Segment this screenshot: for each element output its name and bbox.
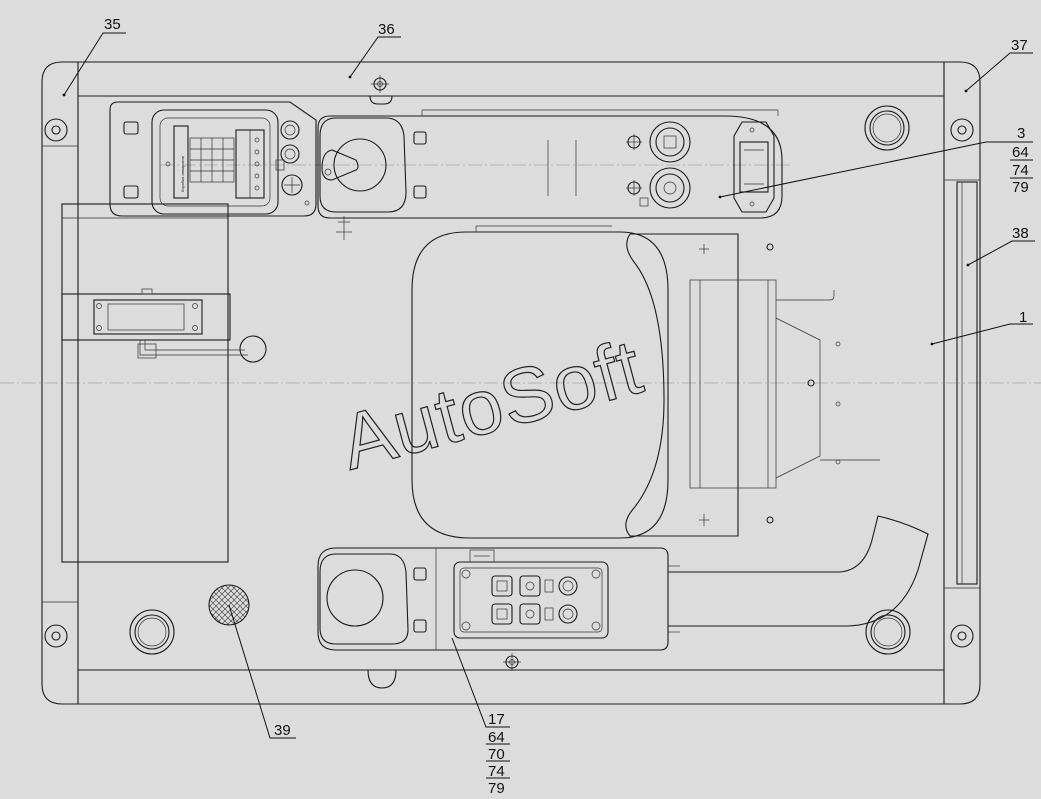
callout-3-part: 64	[1012, 144, 1029, 161]
watermark: AutoSoft	[332, 322, 652, 487]
callout-3-part: 74	[1012, 162, 1029, 179]
left-side-panel	[61, 203, 229, 563]
cable-gland-1	[280, 120, 300, 140]
label-plate-text: Коробка аппаратов	[180, 156, 185, 192]
screw-bottom	[503, 653, 521, 671]
callout-1: 1	[1019, 309, 1027, 326]
indicator-1	[544, 576, 578, 596]
leader-dot-37	[964, 89, 968, 93]
callout-35: 35	[104, 16, 121, 33]
toggle-switch-upper	[626, 121, 691, 163]
indicator-2	[544, 604, 578, 624]
callout-3-part: 3	[1017, 125, 1025, 142]
button-3	[491, 603, 513, 625]
cable-gland-2	[280, 144, 300, 164]
callout-3-part: 79	[1012, 179, 1029, 196]
callout-stack-17: 17 64 70 74 79	[486, 711, 510, 797]
callout-17-part: 74	[488, 763, 505, 780]
relay-box: Коробка аппаратов	[109, 101, 317, 217]
mounting-hole-top-right	[950, 118, 974, 142]
button-2	[519, 575, 541, 597]
callout-17-part: 70	[488, 746, 505, 763]
callout-36: 36	[378, 21, 395, 38]
leader-dot-36	[348, 75, 352, 79]
callout-38: 38	[1012, 225, 1029, 242]
cable-gland-3	[281, 174, 303, 196]
callout-17-part: 64	[488, 729, 505, 746]
central-cushion	[411, 225, 669, 539]
callout-39: 39	[274, 722, 291, 739]
boss-bottom-right	[865, 609, 911, 655]
button-4	[519, 603, 541, 625]
hose	[668, 515, 929, 633]
callout-17-part: 79	[488, 780, 505, 797]
right-rail	[956, 181, 978, 585]
mounting-hole-bottom-right	[950, 624, 974, 648]
mounting-hole-bottom-left	[44, 624, 68, 648]
leader-dot-35	[62, 93, 66, 97]
block-handle	[733, 121, 775, 213]
top-control-block	[317, 109, 783, 240]
mounting-hole-top-left	[44, 118, 68, 142]
toggle-switch-lower	[626, 167, 691, 209]
knob-housing-top	[319, 117, 407, 213]
left-bracket	[61, 288, 267, 363]
button-1	[491, 575, 513, 597]
callout-17-part: 17	[488, 711, 505, 728]
relay-grid	[189, 137, 235, 183]
callout-stack-3: 3 64 74 79	[1010, 125, 1033, 196]
right-cradle	[625, 233, 880, 537]
terminal-block	[235, 129, 265, 199]
leader-dot-1	[930, 342, 934, 346]
bottom-control-block	[317, 547, 669, 651]
leader-dot-38	[966, 263, 970, 267]
screw-top	[371, 75, 389, 93]
button-panel	[453, 561, 609, 639]
base-plate	[41, 61, 981, 705]
leader-dot-3	[718, 195, 722, 199]
leader-lines	[62, 32, 1035, 739]
callout-37: 37	[1011, 37, 1028, 54]
boss-bottom-left	[129, 609, 175, 655]
boss-top-right	[864, 105, 910, 151]
label-plate	[173, 125, 189, 199]
